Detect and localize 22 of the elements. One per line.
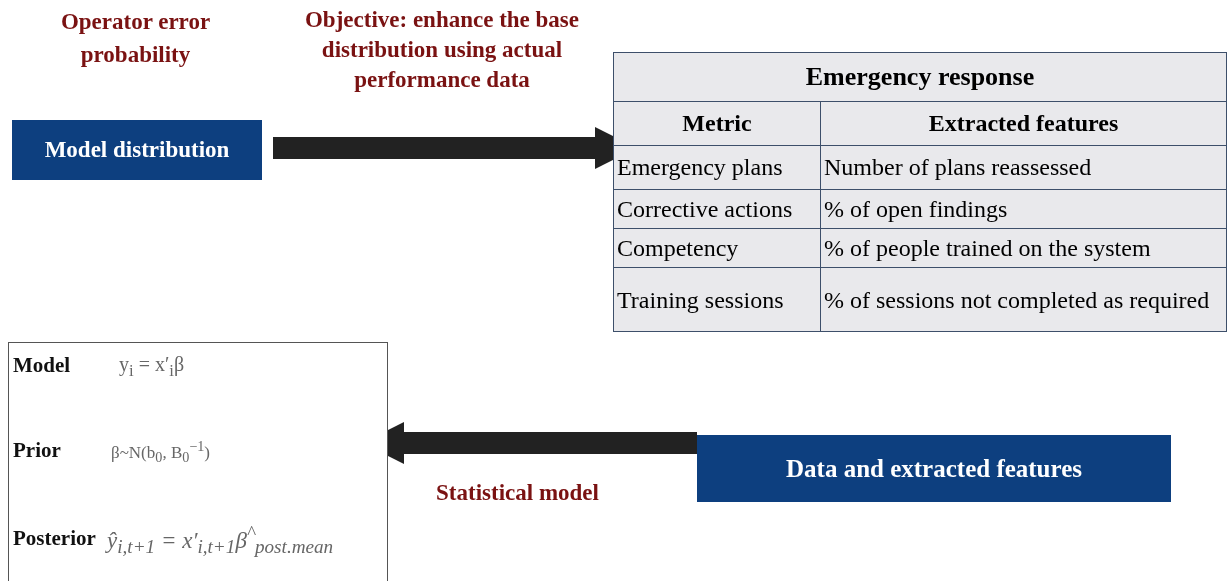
table-cell: % of people trained on the system: [820, 228, 1227, 268]
table-cell: Competency: [613, 228, 821, 268]
term-label: Posterior: [13, 526, 96, 551]
edge-label: Objective: enhance the base distribution using actual performance data: [303, 6, 580, 94]
table-title: Emergency response: [613, 52, 1227, 102]
table-cell: Training sessions: [613, 268, 821, 332]
heading-text: Operator error probability: [59, 8, 212, 70]
column-header: Extracted features: [820, 101, 1227, 146]
term-label: Prior: [13, 438, 61, 463]
process-box: Model distribution: [12, 120, 262, 180]
table-cell: % of open findings: [820, 189, 1227, 229]
table-cell: Corrective actions: [613, 189, 821, 229]
process-box: Data and extracted features: [697, 435, 1171, 502]
formula: y$_{i}$ = x′$_{i}$β: [119, 353, 185, 381]
column-header: Metric: [613, 101, 821, 146]
table-cell: Number of plans reassessed: [820, 145, 1227, 190]
edge-label: Statistical model: [435, 479, 600, 507]
table-cell: Emergency plans: [613, 145, 821, 190]
table-cell: % of sessions not completed as required: [820, 268, 1227, 332]
formula: β~N(b$_{0}$, B$_{0}$$^{−1}$): [111, 438, 211, 467]
model-panel: [8, 342, 388, 581]
term-label: Model: [13, 353, 71, 378]
